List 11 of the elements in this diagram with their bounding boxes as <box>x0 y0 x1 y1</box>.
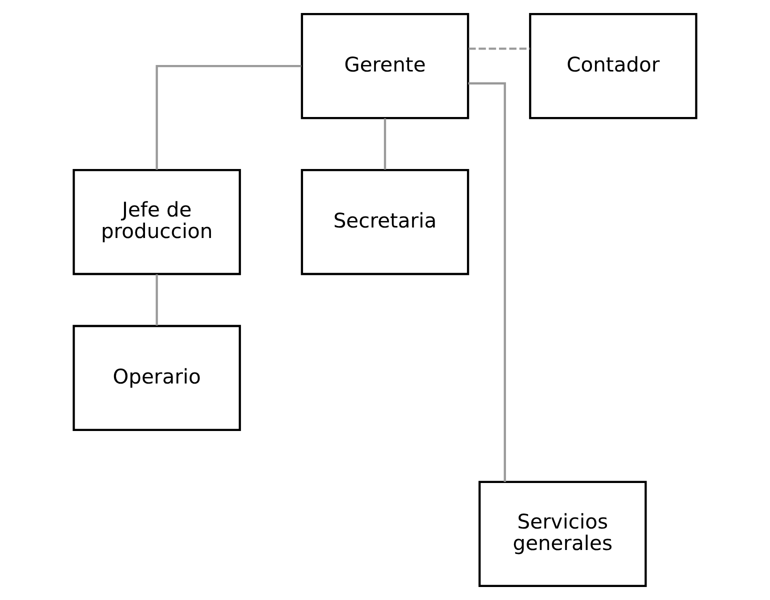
node-box: Contador <box>529 12 698 120</box>
connector <box>468 82 506 482</box>
node-box: Secretaria <box>300 168 470 276</box>
node-box: Gerente <box>300 12 470 120</box>
connector <box>468 48 530 50</box>
node-box: Operario <box>72 324 241 432</box>
node-box: Servicios generales <box>478 480 647 588</box>
node-box: Jefe de produccion <box>72 168 241 276</box>
connector <box>156 274 158 326</box>
connector <box>156 64 302 170</box>
connector <box>384 118 386 170</box>
